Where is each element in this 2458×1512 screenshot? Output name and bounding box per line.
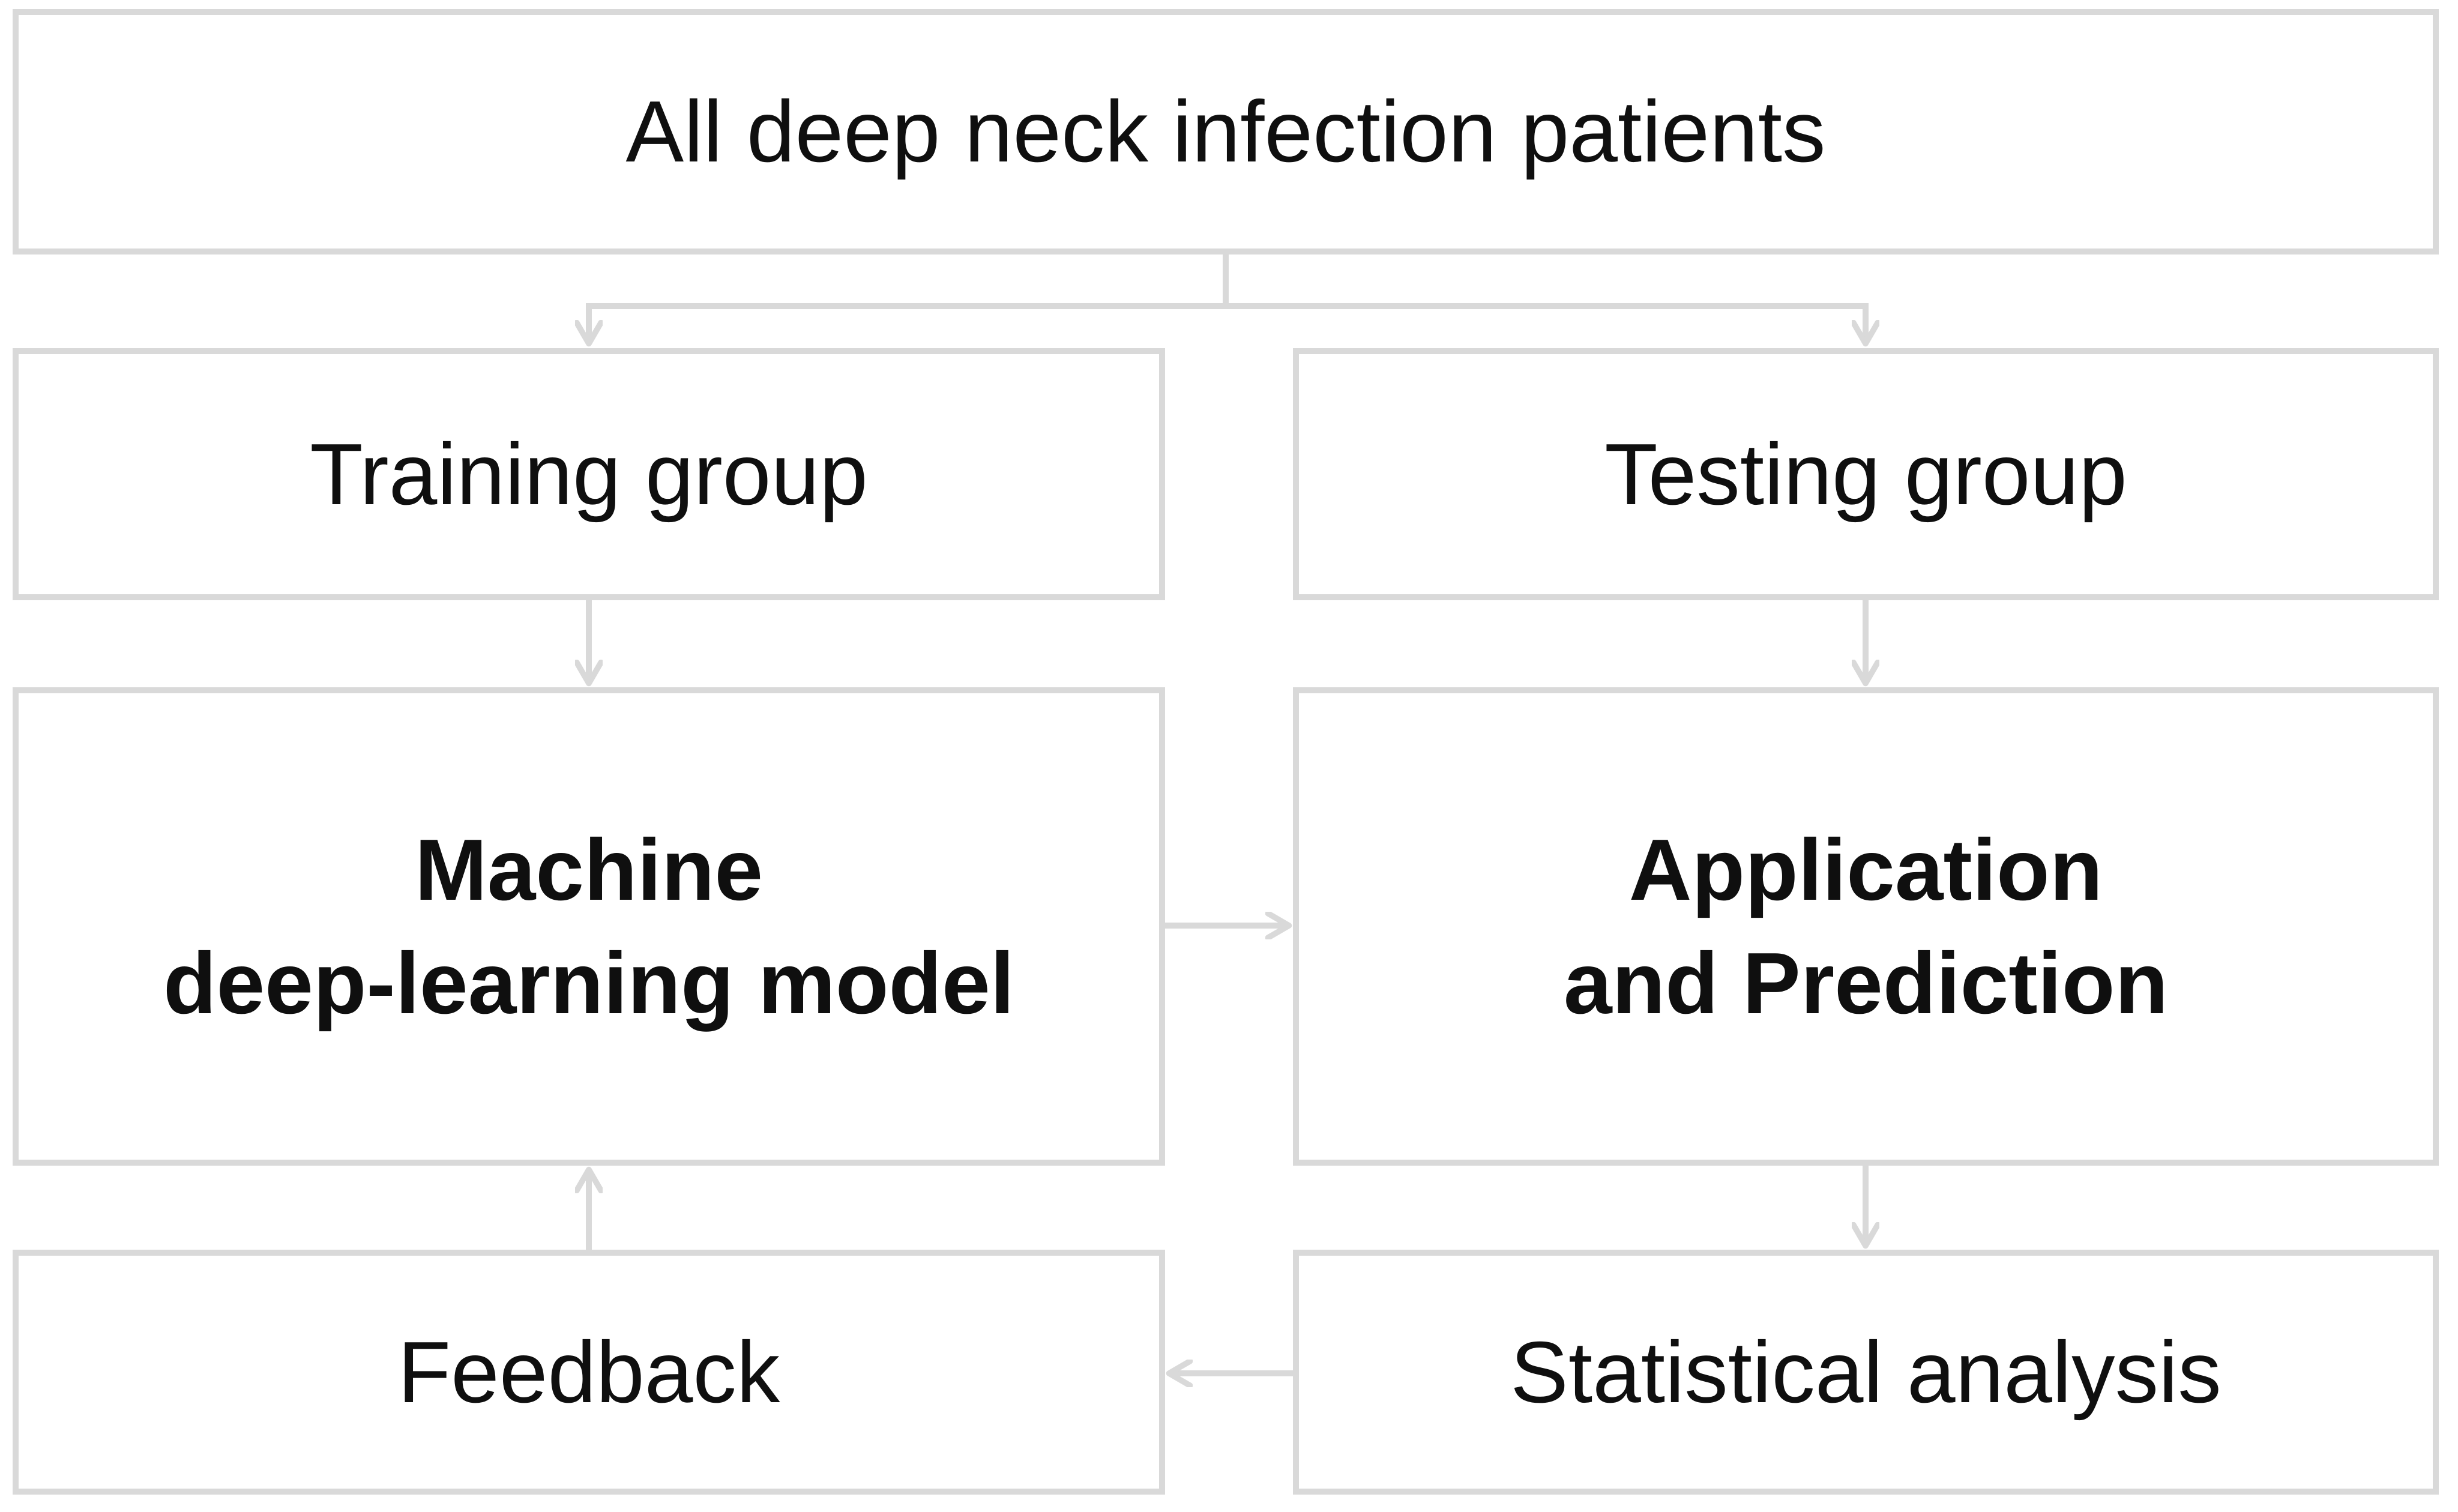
node-label: Feedback: [397, 1323, 780, 1421]
node-all-deep-neck-infection-patients: All deep neck infection patients: [13, 9, 2439, 255]
node-machine-deep-learning-model: Machine deep-learning model: [13, 687, 1165, 1166]
node-label: Training group: [310, 425, 868, 523]
node-application-and-prediction: Application and Prediction: [1293, 687, 2439, 1166]
node-training-group: Training group: [13, 348, 1165, 600]
node-statistical-analysis: Statistical analysis: [1293, 1250, 2439, 1495]
node-feedback: Feedback: [13, 1250, 1165, 1495]
node-label: All deep neck infection patients: [625, 83, 1826, 181]
node-label-line-1: Machine: [414, 821, 764, 918]
node-label-line-2: and Prediction: [1563, 934, 2169, 1032]
node-label-line-1: Application: [1628, 821, 2103, 918]
node-label: Statistical analysis: [1510, 1323, 2222, 1421]
node-testing-group: Testing group: [1293, 348, 2439, 600]
node-label-line-2: deep-learning model: [163, 934, 1014, 1032]
node-label: Testing group: [1604, 425, 2127, 523]
